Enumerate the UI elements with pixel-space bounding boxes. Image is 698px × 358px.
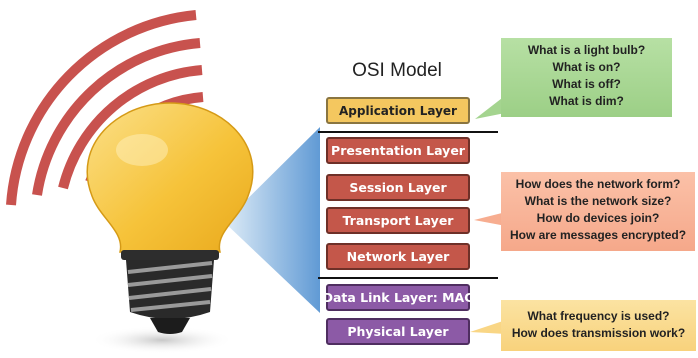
application-callout: What is a light bulb? What is on? What i… (501, 38, 672, 117)
network-layer: Network Layer (326, 243, 470, 270)
callout-line: How does transmission work? (511, 326, 686, 340)
transport-layer: Transport Layer (326, 207, 470, 234)
callout-line: How are messages encrypted? (509, 228, 687, 242)
diagram-title: OSI Model (352, 60, 442, 81)
presentation-layer: Presentation Layer (326, 137, 470, 164)
callout-line: How do devices join? (536, 211, 660, 225)
callout-line: What is the network size? (524, 194, 672, 208)
session-layer: Session Layer (326, 174, 470, 201)
bulb-screw-base (126, 260, 214, 334)
connector-cone (224, 127, 320, 313)
physical-callout: What frequency is used? How does transmi… (501, 300, 696, 351)
callout-line: What is dim? (549, 94, 624, 108)
data-link-layer: Data Link Layer: MAC (323, 284, 473, 311)
callout-tail-yellow (470, 320, 506, 334)
layer-divider-top (318, 131, 498, 133)
callout-line: What is a light bulb? (527, 43, 646, 57)
light-bulb-icon (86, 102, 254, 354)
layer-divider-bottom (318, 277, 498, 279)
callout-tail-orange (474, 212, 506, 226)
application-layer: Application Layer (326, 97, 470, 124)
network-stack-callout: How does the network form? What is the n… (501, 172, 695, 251)
callout-line: How does the network form? (515, 177, 681, 191)
callout-line: What frequency is used? (527, 309, 670, 323)
physical-layer: Physical Layer (326, 318, 470, 345)
callout-line: What is on? (552, 60, 621, 74)
callout-line: What is off? (552, 77, 621, 91)
